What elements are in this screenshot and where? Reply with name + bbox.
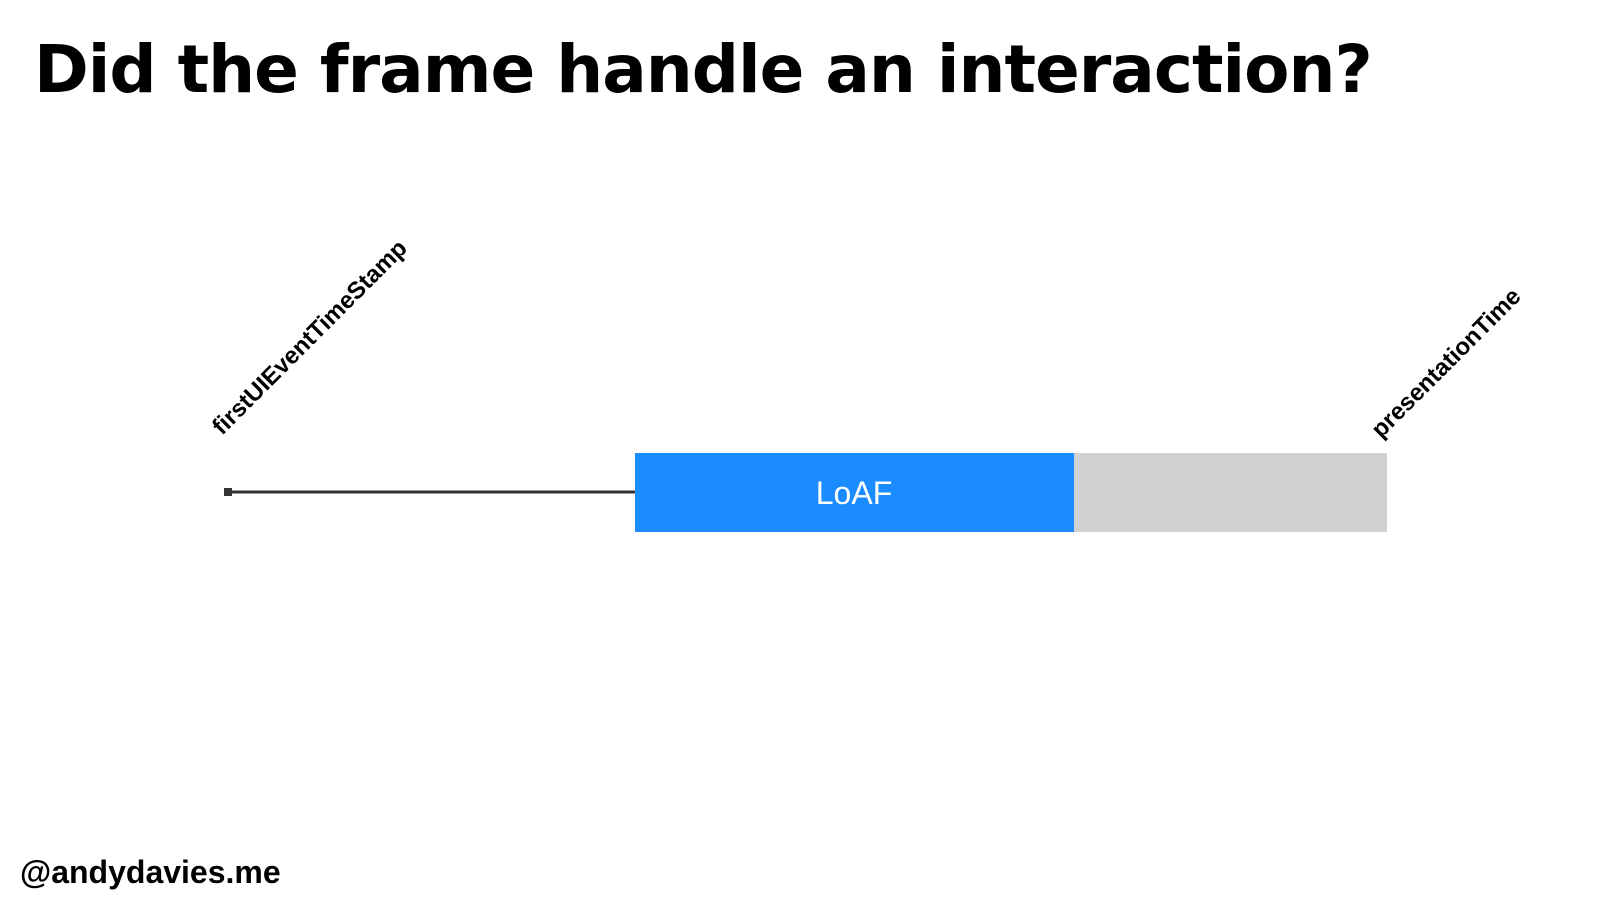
end-label: presentationTime (1366, 283, 1526, 443)
start-marker (224, 488, 232, 496)
slide-title: Did the frame handle an interaction? (34, 31, 1373, 108)
loaf-bar (635, 453, 1074, 532)
loaf-label: LoAF (816, 475, 892, 511)
start-label: firstUIEventTimeStamp (207, 235, 413, 441)
author-handle: @andydavies.me (20, 854, 281, 890)
presentation-bar (1074, 453, 1387, 532)
